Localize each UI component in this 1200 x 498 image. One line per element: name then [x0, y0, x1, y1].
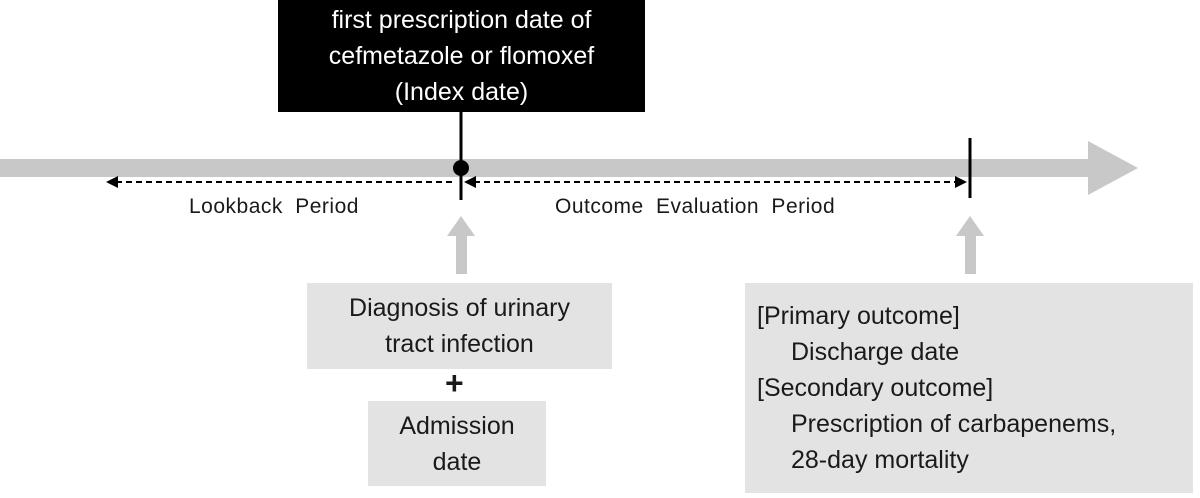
- admission-box: Admission date: [368, 401, 546, 486]
- outcome-box: [Primary outcome] Discharge date [Second…: [745, 283, 1193, 493]
- secondary-outcome-item: Prescription of carbapenems,: [791, 410, 1117, 438]
- outcome-up-arrow-shaft: [965, 234, 976, 274]
- primary-outcome-heading: [Primary outcome]: [757, 302, 960, 330]
- outcome-period-label: Outcome Evaluation Period: [555, 195, 836, 218]
- diagnosis-box-line: tract infection: [385, 330, 534, 358]
- outcome-arrowhead-left: [464, 176, 476, 188]
- index-box-line: first prescription date of: [331, 6, 592, 34]
- index-box-line: (Index date): [394, 78, 529, 106]
- outcome-up-arrow-head: [956, 216, 984, 236]
- timeline-arrowhead: [1088, 141, 1138, 195]
- index-box-line: cefmetazole or flomoxef: [328, 42, 595, 70]
- secondary-outcome-heading: [Secondary outcome]: [757, 374, 994, 402]
- outcome-arrowhead-right: [955, 176, 967, 188]
- primary-outcome-item: Discharge date: [791, 338, 960, 366]
- admission-box-line: Admission: [399, 411, 515, 440]
- plus-sign: +: [445, 365, 464, 401]
- diagnosis-up-arrow-head: [447, 216, 475, 236]
- lookback-arrowhead-left: [106, 176, 118, 188]
- index-date-box: first prescription date of cefmetazole o…: [278, 0, 645, 112]
- lookback-period-label: Lookback Period: [189, 195, 359, 218]
- admission-box-line: date: [432, 447, 482, 476]
- diagnosis-up-arrow-shaft: [456, 234, 467, 274]
- secondary-outcome-item: 28-day mortality: [791, 446, 969, 474]
- diagnosis-box: Diagnosis of urinary tract infection: [307, 283, 612, 369]
- diagnosis-box-line: Diagnosis of urinary: [349, 294, 570, 322]
- timeline-shaft: [0, 159, 1092, 177]
